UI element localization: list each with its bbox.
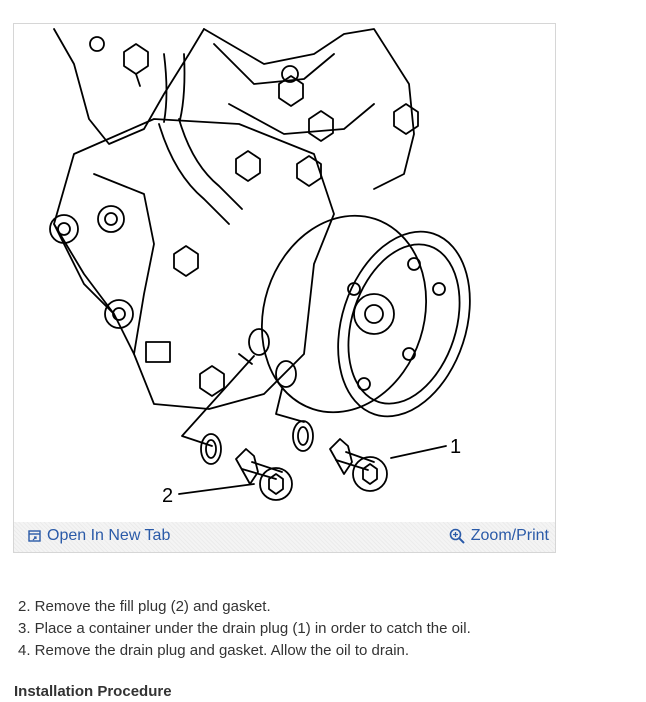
housing-bolt	[278, 75, 304, 107]
open-new-tab-icon	[28, 530, 41, 542]
fill-plug-port	[248, 328, 270, 356]
procedure-step: 3. Place a container under the drain plu…	[18, 620, 471, 637]
vent-hose	[163, 53, 186, 123]
housing-bolt	[308, 110, 334, 142]
transfer-case-body	[53, 118, 335, 410]
callout-number-1: 1	[450, 436, 461, 458]
fill-plug-gasket	[205, 439, 217, 459]
fill-plug	[235, 448, 293, 501]
procedure-steps: 2. Remove the fill plug (2) and gasket. …	[18, 596, 471, 662]
mount-eye	[97, 205, 125, 233]
flange-bolt-hole	[402, 347, 416, 361]
case-boss	[145, 341, 171, 363]
housing-bolt	[199, 365, 225, 397]
fill-plug-gasket	[200, 433, 222, 465]
zoom-print-label: Zoom/Print	[470, 527, 549, 544]
output-flange-rear	[260, 214, 428, 414]
magnifier-icon	[449, 528, 465, 544]
callout-leader-2	[178, 483, 255, 495]
housing-rib	[228, 103, 375, 135]
exploded-line	[238, 353, 253, 365]
flange-bolt-hole	[432, 282, 446, 296]
mount-eye	[49, 214, 79, 244]
figure-toolbar: Open In New Tab Zoom/Print	[14, 522, 555, 552]
mount-eye	[104, 212, 118, 226]
drain-plug-exploded-line	[275, 388, 305, 423]
drain-plug-gasket	[297, 426, 309, 446]
callout-number-2: 2	[162, 485, 173, 507]
procedure-step: 2. Remove the fill plug (2) and gasket.	[18, 598, 271, 615]
callout-leader-1	[390, 445, 447, 459]
figure-container: 1 2 Open In New Tab Zoom/Print	[13, 23, 556, 553]
flange-bolt-hole	[407, 257, 421, 271]
housing-right-outline	[203, 28, 415, 190]
drain-plug	[329, 438, 388, 492]
drain-plug-port	[275, 360, 297, 388]
output-flange-nut	[353, 293, 395, 335]
case-edge	[53, 223, 115, 315]
vent-hose	[178, 118, 243, 210]
drain-plug-gasket	[292, 420, 314, 452]
housing-bolt-hole	[89, 36, 105, 52]
case-rib	[93, 173, 155, 355]
housing-bolt	[123, 43, 149, 87]
vent-hose	[158, 123, 230, 225]
open-in-new-tab-label: Open In New Tab	[47, 527, 171, 544]
zoom-print-link[interactable]: Zoom/Print	[449, 527, 549, 545]
output-flange-ring	[347, 243, 461, 405]
housing-bolt	[393, 103, 419, 135]
housing-rib	[213, 43, 335, 85]
housing-bolt	[296, 155, 322, 187]
housing-bolt	[173, 245, 199, 277]
flange-bolt-hole	[347, 282, 361, 296]
output-flange-face	[337, 230, 471, 418]
installation-procedure-heading: Installation Procedure	[14, 683, 172, 700]
housing-bolt	[235, 150, 261, 182]
housing-bolt-hole	[281, 65, 299, 83]
open-in-new-tab-link[interactable]: Open In New Tab	[28, 527, 170, 545]
output-flange-nut	[364, 304, 384, 324]
mount-eye	[104, 299, 134, 329]
transfer-case-drain-fill-plug-diagram: 1 2	[49, 28, 471, 507]
flange-bolt-hole	[357, 377, 371, 391]
procedure-step: 4. Remove the drain plug and gasket. All…	[18, 642, 410, 659]
mount-eye	[57, 222, 71, 236]
